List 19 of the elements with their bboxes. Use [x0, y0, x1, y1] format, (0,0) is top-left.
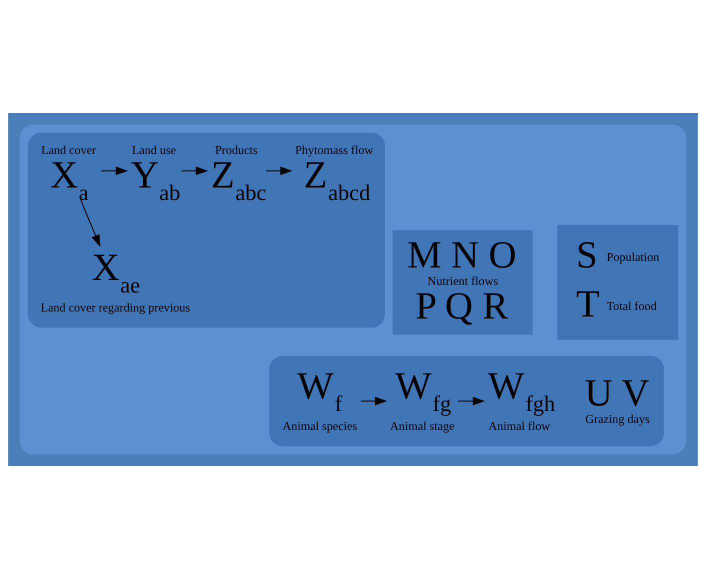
- arrow: [101, 166, 128, 175]
- node-text: W$_{f}$ Animal species: [282, 364, 358, 433]
- node-text: X$_{ae}$ Land cover regarding previous: [40, 246, 190, 314]
- arrow: [458, 396, 485, 405]
- arrow: [80, 200, 100, 246]
- cluster: [20, 124, 686, 454]
- arrow: [360, 396, 388, 405]
- node-text: Land use Y$_{ab}$: [130, 142, 180, 204]
- node-text: W$_{fg}$ Animal stage: [390, 364, 455, 433]
- node-text: Land cover X$_{a}$: [41, 142, 96, 204]
- cluster: [269, 355, 664, 446]
- node-text: W$_{fgh}$ Animal flow: [488, 364, 556, 433]
- arrow: [182, 166, 208, 175]
- cluster: [28, 132, 385, 328]
- node-text: U V Grazing days: [584, 372, 650, 426]
- arrow: [266, 166, 292, 175]
- node-text: Phytomass flow Z$_{abcd}$: [295, 142, 374, 204]
- node-text: Products Z$_{abc}$: [210, 142, 266, 204]
- node-box: M N O Nutrient flows P Q R: [392, 230, 533, 334]
